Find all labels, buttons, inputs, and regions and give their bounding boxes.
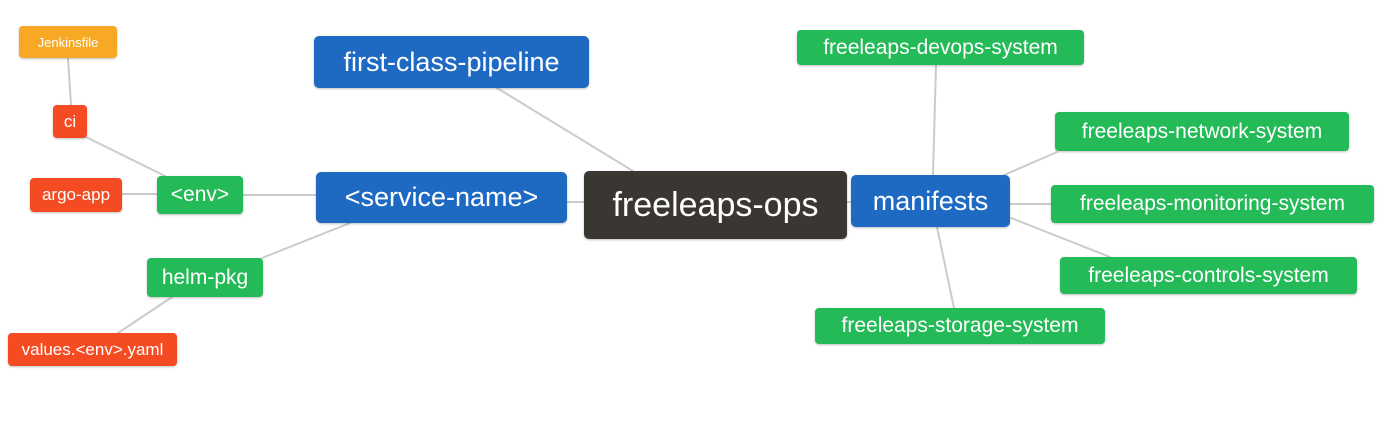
- node-first-class-pipeline[interactable]: first-class-pipeline: [314, 36, 589, 88]
- node-storage-system[interactable]: freeleaps-storage-system: [815, 308, 1105, 344]
- edge-manifests-to-controls-system: [1010, 217, 1111, 258]
- edge-service-name-to-helm-pkg: [261, 222, 351, 259]
- node-service-name[interactable]: <service-name>: [316, 172, 567, 223]
- node-monitoring-system[interactable]: freeleaps-monitoring-system: [1051, 185, 1374, 223]
- edge-jenkinsfile-to-ci: [67, 57, 72, 106]
- edge-ci-to-env: [85, 136, 166, 177]
- node-manifests[interactable]: manifests: [851, 175, 1010, 227]
- node-network-system[interactable]: freeleaps-network-system: [1055, 112, 1349, 151]
- edge-first-class-pipeline-to-freeleaps-ops: [496, 87, 634, 172]
- node-ci[interactable]: ci: [53, 105, 87, 138]
- node-helm-pkg[interactable]: helm-pkg: [147, 258, 263, 297]
- edge-helm-pkg-to-values-env-yaml: [117, 296, 173, 334]
- node-env[interactable]: <env>: [157, 176, 243, 214]
- node-values-env-yaml[interactable]: values.<env>.yaml: [8, 333, 177, 366]
- node-devops-system[interactable]: freeleaps-devops-system: [797, 30, 1084, 65]
- node-argo-app[interactable]: argo-app: [30, 178, 122, 212]
- edge-manifests-to-network-system: [1001, 151, 1058, 177]
- node-controls-system[interactable]: freeleaps-controls-system: [1060, 257, 1357, 294]
- edge-manifests-to-storage-system: [936, 226, 955, 309]
- node-jenkinsfile[interactable]: Jenkinsfile: [19, 26, 117, 58]
- node-freeleaps-ops[interactable]: freeleaps-ops: [584, 171, 847, 239]
- edge-manifests-to-devops-system: [932, 64, 937, 176]
